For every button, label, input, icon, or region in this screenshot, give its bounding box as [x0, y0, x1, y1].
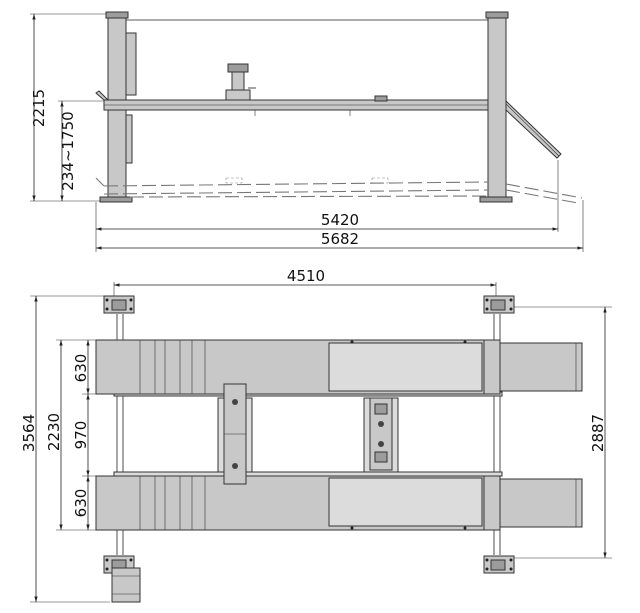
dimension-lift-range: 234~1750 — [59, 111, 77, 190]
right-column-side — [487, 14, 507, 201]
dimension-total-height: 2215 — [30, 89, 48, 127]
runway-lower — [95, 475, 485, 531]
column-base-bottom-right — [483, 555, 515, 574]
rolling-jack-left — [217, 383, 253, 485]
dimension-overall-width: 3564 — [20, 414, 38, 452]
front-flap — [95, 90, 110, 101]
dimension-gap: 970 — [72, 421, 90, 450]
rolling-jack — [227, 63, 249, 73]
dimension-overall-length: 5682 — [321, 230, 359, 248]
column-base-top-left — [103, 295, 135, 314]
rolling-jack-right — [363, 397, 399, 473]
ramp-lower — [483, 475, 583, 531]
approach-ramp — [505, 99, 562, 159]
right-column-cap — [485, 11, 509, 19]
power-unit-box — [125, 32, 137, 96]
left-base-plate — [99, 196, 133, 203]
dimension-track-span: 2230 — [45, 413, 63, 451]
column-base-top-right — [483, 295, 515, 314]
ramp-upper — [483, 339, 583, 395]
dimension-runway-lower: 630 — [72, 489, 90, 518]
runway-lowered-dashed — [103, 181, 489, 187]
motor — [111, 567, 141, 603]
dimension-runway-upper: 630 — [72, 354, 90, 383]
cross-beam-bottom — [113, 471, 503, 477]
left-column-cap — [105, 11, 129, 19]
dimension-runway-length: 4510 — [287, 267, 325, 285]
dimension-column-spacing: 5420 — [321, 211, 359, 229]
top-view: 4510 3564 2230 630 970 630 2887 — [20, 267, 612, 603]
runway-upper — [95, 339, 485, 395]
right-base-plate — [479, 196, 513, 203]
side-view: 2215 234~1750 — [30, 11, 584, 252]
dimension-column-width: 2887 — [589, 414, 607, 452]
